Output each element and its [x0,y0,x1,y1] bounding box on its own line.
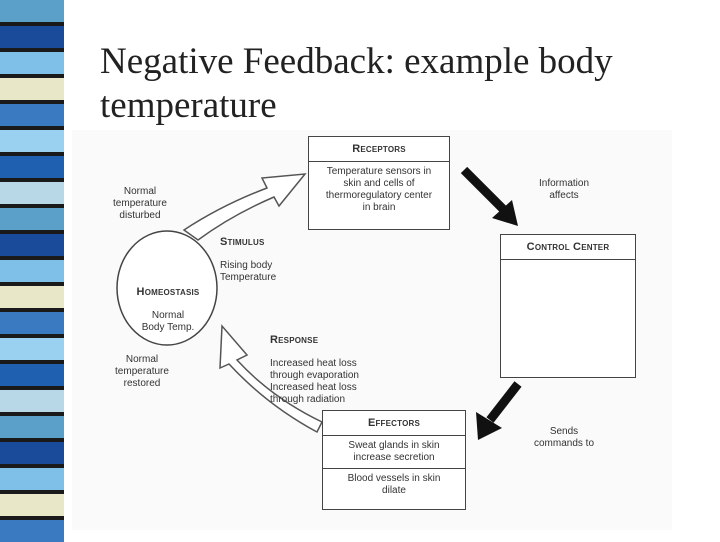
receptors-box: Receptors Temperature sensors in skin an… [308,136,450,230]
strip-band [0,26,64,48]
strip-band [0,104,64,126]
homeostasis-heading: Homeostasis [136,286,200,298]
strip-band [0,416,64,438]
effectors-box: Effectors Sweat glands in skin increase … [322,410,466,510]
homeostasis-description: Normal Body Temp. [141,310,195,333]
homeostasis-label: Homeostasis Normal Body Temp. [120,274,216,346]
information-affects-label: Information affects [538,178,590,201]
arrow-to-control-center [460,166,518,226]
sends-commands-label: Sends commands to [533,426,595,449]
stimulus-description: Rising body Temperature [220,260,277,283]
strip-band [0,156,64,178]
stimulus-heading: Stimulus [220,236,265,248]
strip-band [0,78,64,100]
strip-band [0,468,64,490]
normal-temperature-disturbed-label: Normal temperature disturbed [113,186,167,221]
receptors-heading: Receptors [309,137,449,162]
strip-band [0,390,64,412]
control-center-heading: Control Center [501,235,635,260]
normal-temperature-restored-label: Normal temperature restored [115,354,169,389]
strip-band [0,0,64,22]
strip-band [0,52,64,74]
strip-band [0,130,64,152]
homeostasis-ellipse [116,230,218,346]
strip-band [0,520,64,542]
effector-item: Blood vessels in skin dilate [323,468,465,501]
slide-title: Negative Feedback: example body temperat… [100,41,613,126]
strip-band [0,260,64,282]
response-label: Response Increased heat loss through eva… [270,322,380,418]
control-center-box: Control Center [500,234,636,378]
strip-band [0,494,64,516]
stimulus-label: Stimulus Rising body Temperature [220,224,310,296]
effector-item: Sweat glands in skin increase secretion [348,440,440,463]
stimulus-arrow [182,173,307,241]
strip-band [0,338,64,360]
arrow-to-effectors [476,381,522,440]
strip-band [0,182,64,204]
decorative-side-strip [0,0,64,542]
strip-band [0,286,64,308]
effectors-heading: Effectors [323,411,465,436]
strip-band [0,208,64,230]
receptors-description: Temperature sensors in skin and cells of… [325,166,433,213]
strip-band [0,364,64,386]
strip-band [0,442,64,464]
strip-band [0,312,64,334]
response-heading: Response [270,334,319,346]
response-description: Increased heat loss through evaporation … [270,358,359,405]
feedback-diagram: Receptors Temperature sensors in skin an… [72,130,672,530]
response-arrow [219,324,324,434]
strip-band [0,234,64,256]
